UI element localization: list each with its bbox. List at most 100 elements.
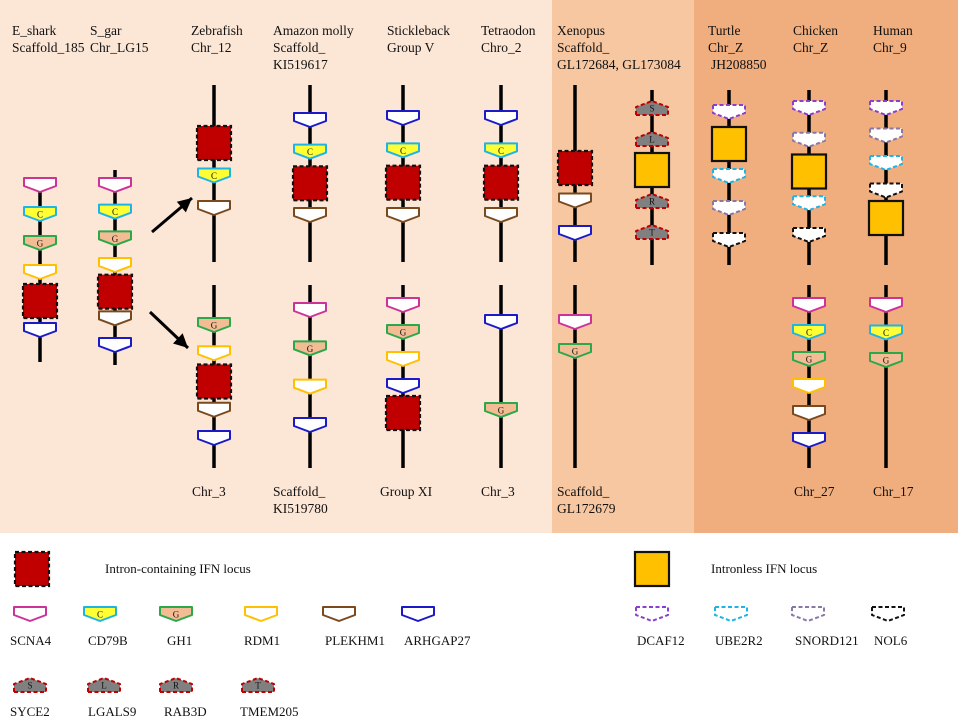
chromosome-label: Chr_LG15 (90, 40, 149, 55)
gene-shape (386, 142, 420, 159)
gene-plekhm1 (558, 192, 592, 209)
gene-arhgap27 (484, 314, 518, 330)
gene-shape (792, 297, 826, 313)
gene-glyph-label: G (400, 328, 407, 338)
chromosome-label-bottom: Group XI (380, 484, 433, 499)
legend-label-nol6: NOL6 (874, 633, 908, 648)
gene-shape (87, 677, 121, 693)
gene-glyph-label: C (37, 210, 43, 220)
gene-glyph-label: G (211, 321, 218, 331)
gene-glyph-label: T (255, 681, 261, 691)
gene-rdm1 (197, 345, 231, 362)
gene-shape (869, 127, 903, 144)
legend-label-rab3d: RAB3D (164, 704, 207, 719)
chromosome-label: Scaffold_185 (12, 40, 85, 55)
gene-shape (484, 314, 518, 330)
gene-glyph-label: G (572, 347, 579, 357)
ifn-locus-box (195, 363, 233, 400)
gene-shape (558, 192, 592, 209)
gene-shape (23, 322, 57, 338)
gene-shape (484, 142, 518, 159)
gene-rdm1 (98, 257, 132, 273)
chromosome-label: Chr_Z (708, 40, 743, 55)
gene-cd79b: C (293, 143, 327, 160)
gene-shape (635, 224, 669, 240)
gene-rdm1 (23, 264, 57, 280)
arrow-head (176, 198, 192, 213)
gene-glyph-label: S (27, 681, 32, 691)
gene-scna4 (869, 297, 903, 313)
gene-arhgap27 (386, 110, 420, 126)
legend-swatch-ube2r2 (714, 606, 748, 622)
gene-gh1: G (792, 351, 826, 367)
gene-shape (869, 297, 903, 313)
gene-glyph-label: R (649, 197, 655, 207)
gene-glyph-label: G (307, 344, 314, 354)
gene-shape (558, 314, 592, 330)
legend-label-tmem205: TMEM205 (240, 704, 299, 719)
gene-shape (792, 100, 826, 116)
chromosome-label: Chro_2 (481, 40, 522, 55)
gene-shape (197, 430, 231, 446)
gene-ifn-intronless (710, 125, 748, 163)
gene-arhgap27 (98, 337, 132, 353)
gene-glyph-label: L (649, 135, 655, 145)
gene-shape (635, 193, 669, 209)
gene-shape (712, 200, 746, 216)
gene-glyph-label: C (883, 328, 889, 338)
gene-glyph-label: R (173, 681, 179, 691)
gene-shape (792, 351, 826, 367)
gene-shape (13, 677, 47, 693)
gene-tmem205: T (635, 224, 669, 240)
gene-gh1: G (197, 317, 231, 333)
gene-arhgap27 (197, 430, 231, 446)
gene-plekhm1 (197, 401, 231, 418)
ifn-locus-box (291, 165, 329, 202)
gene-plekhm1 (792, 405, 826, 421)
gene-shape (241, 677, 275, 693)
gene-ifn-intron (96, 273, 134, 310)
gene-shape (244, 606, 278, 622)
gene-glyph-label: G (498, 406, 505, 416)
gene-cd79b: C (484, 142, 518, 159)
gene-shape (792, 405, 826, 421)
gene-ifn-intron (195, 124, 233, 162)
gene-shape (293, 378, 327, 395)
gene-nol6 (712, 232, 746, 248)
chromosome-label-bottom: Chr_27 (794, 484, 835, 499)
gene-syce2: S (635, 100, 669, 116)
gene-shape (871, 606, 905, 622)
gene-glyph-label: S (649, 104, 654, 114)
gene-rab3d: R (635, 193, 669, 209)
gene-glyph-label: G (173, 610, 180, 620)
gene-shape (558, 225, 592, 241)
gene-shape (386, 324, 420, 340)
scaffold-id: JH208850 (711, 57, 767, 72)
gene-ifn-intronless (790, 153, 828, 190)
gene-ifn-intron (195, 363, 233, 400)
gene-gh1: G (98, 230, 132, 247)
gene-ube2r2 (712, 168, 746, 184)
gene-shape (484, 207, 518, 223)
chromosome-label: Scaffold_ (273, 40, 325, 55)
gene-arhgap27 (558, 225, 592, 241)
legend-label-dcaf12: DCAF12 (637, 633, 685, 648)
gene-shape (293, 417, 327, 433)
chromosome-label-bottom: Scaffold_ (273, 484, 325, 499)
gene-gh1: G (386, 324, 420, 340)
legend-swatch-cd79b: C (83, 606, 117, 622)
gene-shape (869, 324, 903, 341)
gene-shape (159, 677, 193, 693)
gene-shape (635, 606, 669, 622)
species-name: Amazon molly (273, 23, 354, 38)
gene-glyph-label: C (498, 146, 504, 156)
ifn-locus-box (482, 164, 520, 201)
gene-cd79b: C (23, 206, 57, 222)
gene-cd79b: C (197, 167, 231, 184)
gene-cd79b: C (98, 203, 132, 220)
gene-arhgap27 (386, 378, 420, 394)
species-name: Human (873, 23, 913, 38)
ifn-locus-box (633, 151, 671, 189)
gene-nol6 (869, 182, 903, 199)
